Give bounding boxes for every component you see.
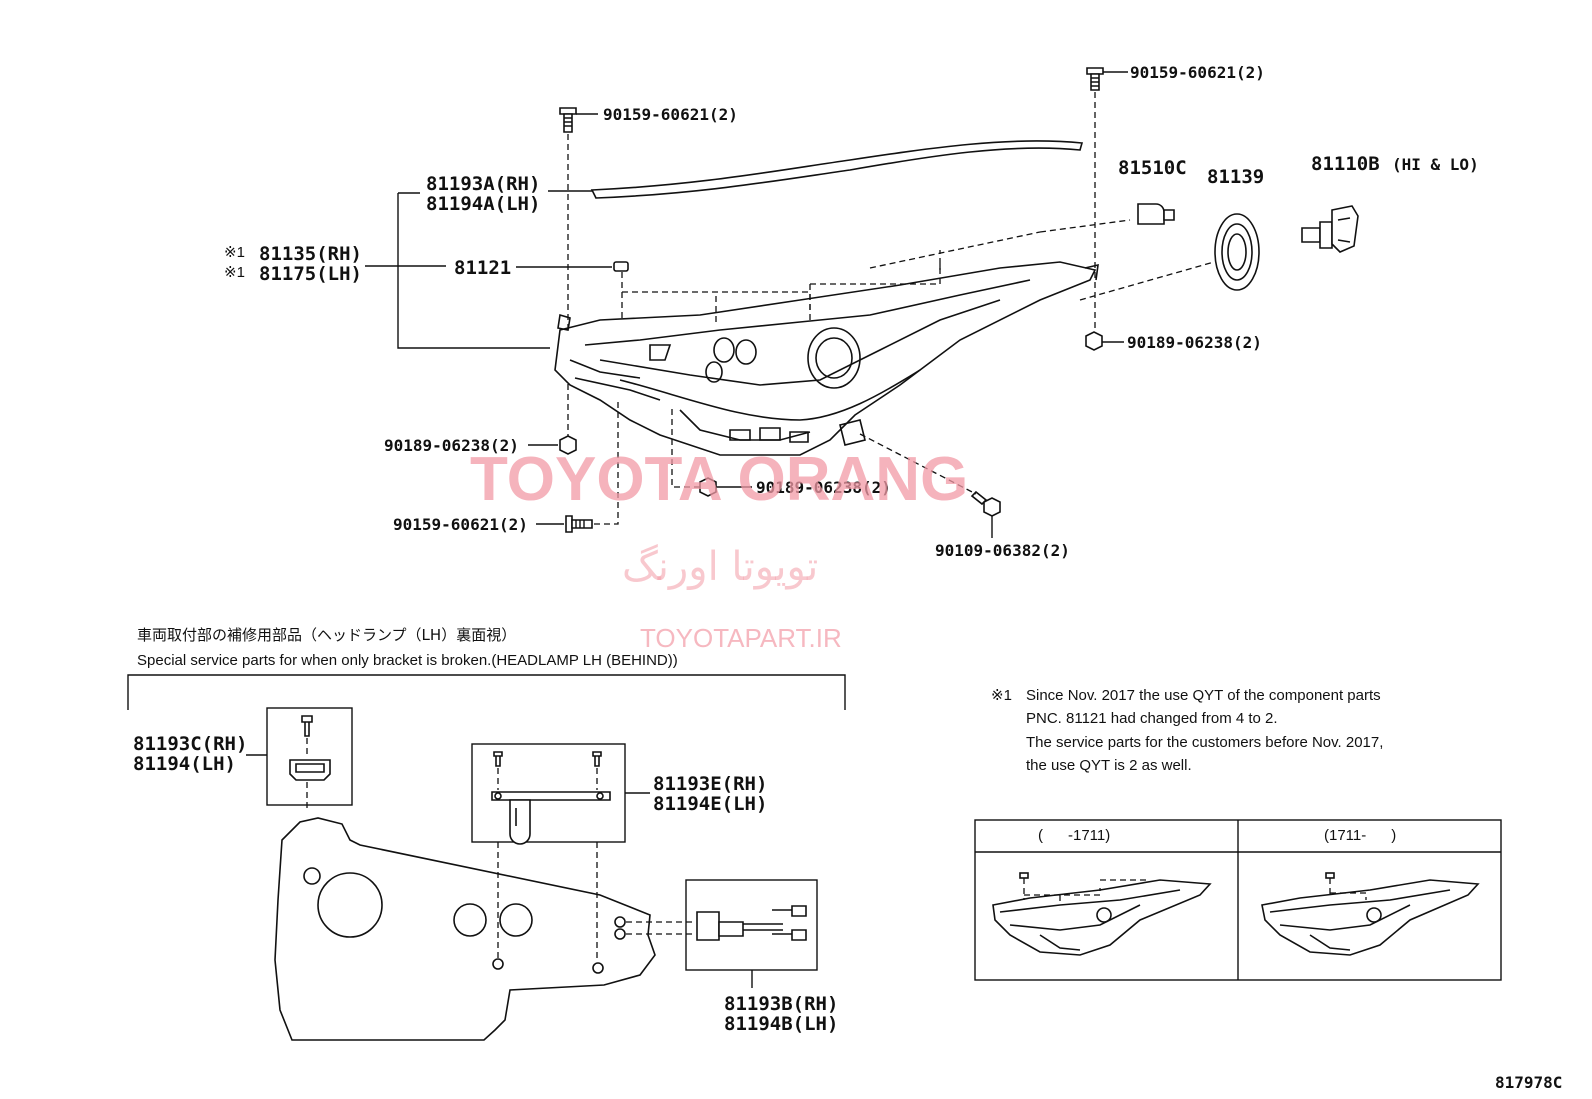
bracket-strip-81193a [590,140,1084,199]
label-bracket-81193e: 81193E(RH) [653,773,767,795]
headlamp-exploded-view [365,67,1359,538]
comparison-table [974,819,1502,981]
label-assy-81135: 81135(RH) [259,243,362,265]
nut-right-icon [1085,331,1103,351]
bulb-81110b-icon [1301,205,1359,253]
footnote-line-3: The service parts for the customers befo… [1026,734,1383,751]
screw-bottom-right-icon [970,490,1001,517]
nut-left-icon [559,435,577,455]
headlamp-before-1711-icon [992,872,1212,956]
service-note-english: Special service parts for when only brac… [137,652,678,669]
footnote-mark: ※1 [991,687,1012,704]
watermark-site: TOYOTAPART.IR [640,623,842,653]
pad-81121 [613,261,629,272]
service-section-bracket [127,674,846,710]
bracket-81193b-box [685,879,818,971]
label-bolt-top-right: 90159-60621(2) [1130,63,1265,82]
label-bolt-top-left: 90159-60621(2) [603,105,738,124]
label-bulb-81110b: 81110B [1311,153,1380,175]
watermark-brand: TOYOTA ORANG [470,445,968,514]
label-nut-left: 90189-06238(2) [384,436,519,455]
table-header-after-1711: (1711- ) [1324,827,1396,844]
service-note-japanese: 車両取付部の補修用部品（ヘッドランプ（LH）裏面視） [137,626,516,644]
bolt-bottom-left-icon [565,515,593,533]
label-bracket-81194a: 81194A(LH) [426,193,540,215]
figure-code: 817978C [1495,1073,1562,1092]
cover-81139-icon [1214,213,1260,291]
label-cover-81139: 81139 [1207,166,1264,188]
bolt-top-left-icon [559,107,577,133]
bolt-top-right-icon [1086,67,1104,91]
label-assy-81175: 81175(LH) [259,263,362,285]
label-bracket-81194b: 81194B(LH) [724,1013,838,1035]
watermark-persian: تویوتا اورنگ [622,544,818,590]
label-bulb-81110b-note: (HI & LO) [1392,155,1479,174]
assy-rh-mark: ※1 [224,244,245,261]
footnote-line-1: Since Nov. 2017 the use QYT of the compo… [1026,687,1381,704]
label-screw-bottom-right: 90109-06382(2) [935,541,1070,560]
table-header-before-1711: ( -1711) [1038,827,1110,844]
label-bracket-81193b: 81193B(RH) [724,993,838,1015]
bracket-81193c-box [266,707,353,808]
label-bulb-81510c: 81510C [1118,157,1187,179]
bulb-81510c-icon [1137,203,1175,225]
label-part-81121: 81121 [454,257,511,279]
label-bracket-81194e: 81194E(LH) [653,793,767,815]
headlamp-back-outline [274,817,695,1041]
nut-bottom-icon [699,477,717,497]
headlamp-after-1711-icon [1261,872,1480,956]
headlamp-assembly-icon [554,261,1099,456]
bracket-81193e-box [471,743,626,845]
label-bolt-bottom-left: 90159-60621(2) [393,515,528,534]
label-nut-bottom: 90189-06238(2) [756,478,891,497]
label-nut-right: 90189-06238(2) [1127,333,1262,352]
footnote-line-4: the use QYT is 2 as well. [1026,757,1192,774]
label-bracket-81193a: 81193A(RH) [426,173,540,195]
label-bracket-81193c: 81193C(RH) [133,733,247,755]
label-bracket-81194: 81194(LH) [133,753,236,775]
assy-lh-mark: ※1 [224,264,245,281]
footnote-line-2: PNC. 81121 had changed from 4 to 2. [1026,710,1278,727]
